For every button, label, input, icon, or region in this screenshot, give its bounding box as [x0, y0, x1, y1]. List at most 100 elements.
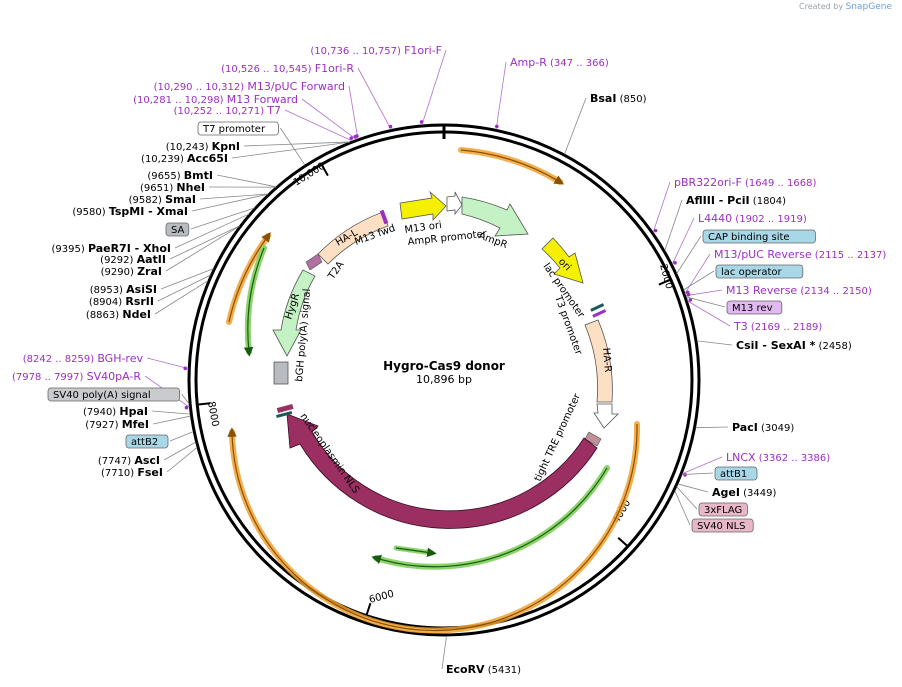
primer-name: BGH-rev — [97, 352, 143, 365]
primer-name: pBR322ori-F — [674, 176, 742, 189]
enzyme-label: (7940) HpaI — [83, 405, 148, 418]
enzyme-label: (7747) AscI — [98, 454, 160, 467]
enzyme-leader — [165, 225, 240, 272]
enzyme-coord: (1804) — [750, 196, 787, 207]
enzyme-name: PaeR7I - XhoI — [88, 242, 171, 255]
feature-box-bg — [702, 229, 816, 244]
primer-site-mark — [686, 292, 691, 297]
enzyme-label: (9580) TspMI - XmaI — [72, 205, 188, 218]
enzyme-leader — [231, 141, 350, 159]
feature-box-label: SA — [171, 225, 185, 236]
label-m13-ori: M13 ori — [404, 220, 443, 236]
enzyme-leader — [696, 340, 733, 346]
enzyme-name: TspMI - XmaI — [109, 205, 188, 218]
feature-box-leader — [676, 235, 702, 274]
plasmid-size: 10,896 bp — [416, 373, 472, 386]
feature-hygr — [272, 269, 316, 357]
feature-box: SV40 poly(A) signal — [47, 387, 181, 402]
primer-label: L4440 (1902 .. 1919) — [698, 212, 807, 225]
enzyme-leader — [441, 635, 447, 670]
feature-ampr — [461, 196, 529, 237]
enzyme-name: BmtI — [184, 169, 213, 182]
orange-arrows — [226, 147, 641, 634]
feature-arrows — [272, 190, 619, 529]
feature-box: SA — [165, 222, 190, 237]
primer-leader — [687, 300, 731, 327]
primer-leader — [685, 289, 723, 297]
feature-box-leader — [676, 486, 698, 510]
position-tick — [198, 402, 211, 406]
feature-box-bg — [726, 300, 783, 315]
enzyme-coord: (9580) — [72, 207, 108, 218]
enzyme-leader — [166, 447, 198, 473]
feature-t2a — [305, 253, 323, 271]
primer-site-mark — [183, 366, 188, 371]
enzyme-name: AflIII - PciI — [686, 194, 750, 207]
enzyme-coord: (5431) — [485, 665, 522, 676]
enzyme-label: (9292) AatII — [100, 253, 166, 266]
enzyme-label: PacI (3049) — [732, 421, 794, 434]
primer-name: M13 Forward — [227, 93, 298, 106]
enzyme-name: CsiI - SexAI * — [736, 339, 816, 352]
feature-box-label: 3xFLAG — [704, 505, 742, 516]
primer-label: pBR322ori-F (1649 .. 1668) — [674, 176, 816, 189]
feature-box-bg — [125, 434, 169, 449]
primer-label: (10,736 .. 10,757) F1ori-F — [310, 44, 442, 57]
feature-m13-fwd — [399, 190, 447, 222]
feature-box-leader — [683, 270, 715, 291]
primer-coord: (3362 .. 3386) — [756, 453, 831, 464]
primer-label: M13/pUC Reverse (2115 .. 2137) — [714, 248, 886, 261]
primer-site-mark — [653, 228, 658, 233]
feature-box-label: SV40 poly(A) signal — [53, 390, 151, 401]
feature-ori — [541, 237, 584, 284]
feature-cas9 — [286, 413, 598, 529]
primer-name: M13/pUC Reverse — [714, 248, 812, 261]
feature-box-leader — [674, 490, 691, 526]
feature-box-leader — [681, 472, 714, 475]
enzyme-name: KpnI — [212, 140, 240, 153]
enzyme-name: NdeI — [122, 308, 151, 321]
feature-box-bg — [47, 387, 181, 402]
feature-tre-block — [584, 431, 602, 447]
feature-nucleoplasmin-nls — [276, 403, 294, 413]
primer-coord: (1902 .. 1919) — [732, 214, 807, 225]
primer-site-mark — [353, 134, 358, 139]
outer-labels: BsaI (850)AflIII - PciI (1804)CsiI - Sex… — [12, 44, 886, 676]
primer-coord: (347 .. 366) — [547, 58, 609, 69]
enzyme-leader — [152, 415, 191, 425]
feature-box-leader — [280, 127, 306, 166]
feature-box-leader — [686, 296, 726, 308]
primer-coord: (2169 .. 2189) — [748, 322, 823, 333]
enzyme-leader — [695, 426, 729, 429]
watermark-prefix: Created by — [799, 2, 844, 11]
primer-name: L4440 — [698, 212, 732, 225]
primer-name: T3 — [733, 320, 748, 333]
feature-marker-right-1 — [590, 303, 605, 312]
primer-site-mark — [688, 298, 693, 302]
feature-ha-r — [584, 319, 613, 403]
enzyme-coord: (3449) — [740, 488, 777, 499]
enzyme-coord: (8863) — [86, 310, 122, 321]
primer-label: (8242 .. 8259) BGH-rev — [23, 352, 144, 365]
enzyme-coord: (7747) — [98, 456, 134, 467]
enzyme-label: AflIII - PciI (1804) — [686, 194, 786, 207]
enzyme-label: (9651) NheI — [140, 181, 205, 194]
feature-box-label: attB2 — [131, 437, 158, 448]
enzyme-coord: (9582) — [129, 195, 165, 206]
enzyme-leader — [191, 193, 268, 212]
feature-box-label: attB1 — [720, 469, 747, 480]
enzyme-leader — [169, 225, 240, 260]
primer-label: (10,252 .. 10,271) T7 — [174, 104, 281, 117]
feature-box-bg — [698, 502, 748, 517]
feature-box-bg — [691, 518, 754, 533]
primer-site-mark — [349, 136, 354, 140]
enzyme-coord: (9290) — [101, 267, 137, 278]
position-tick — [321, 164, 329, 177]
enzyme-name: EcoRV — [446, 663, 485, 676]
enzyme-coord: (9395) — [52, 244, 88, 255]
feature-box: SV40 NLS — [691, 518, 754, 533]
feature-marker-left — [276, 410, 293, 419]
enzyme-leader — [216, 174, 277, 188]
